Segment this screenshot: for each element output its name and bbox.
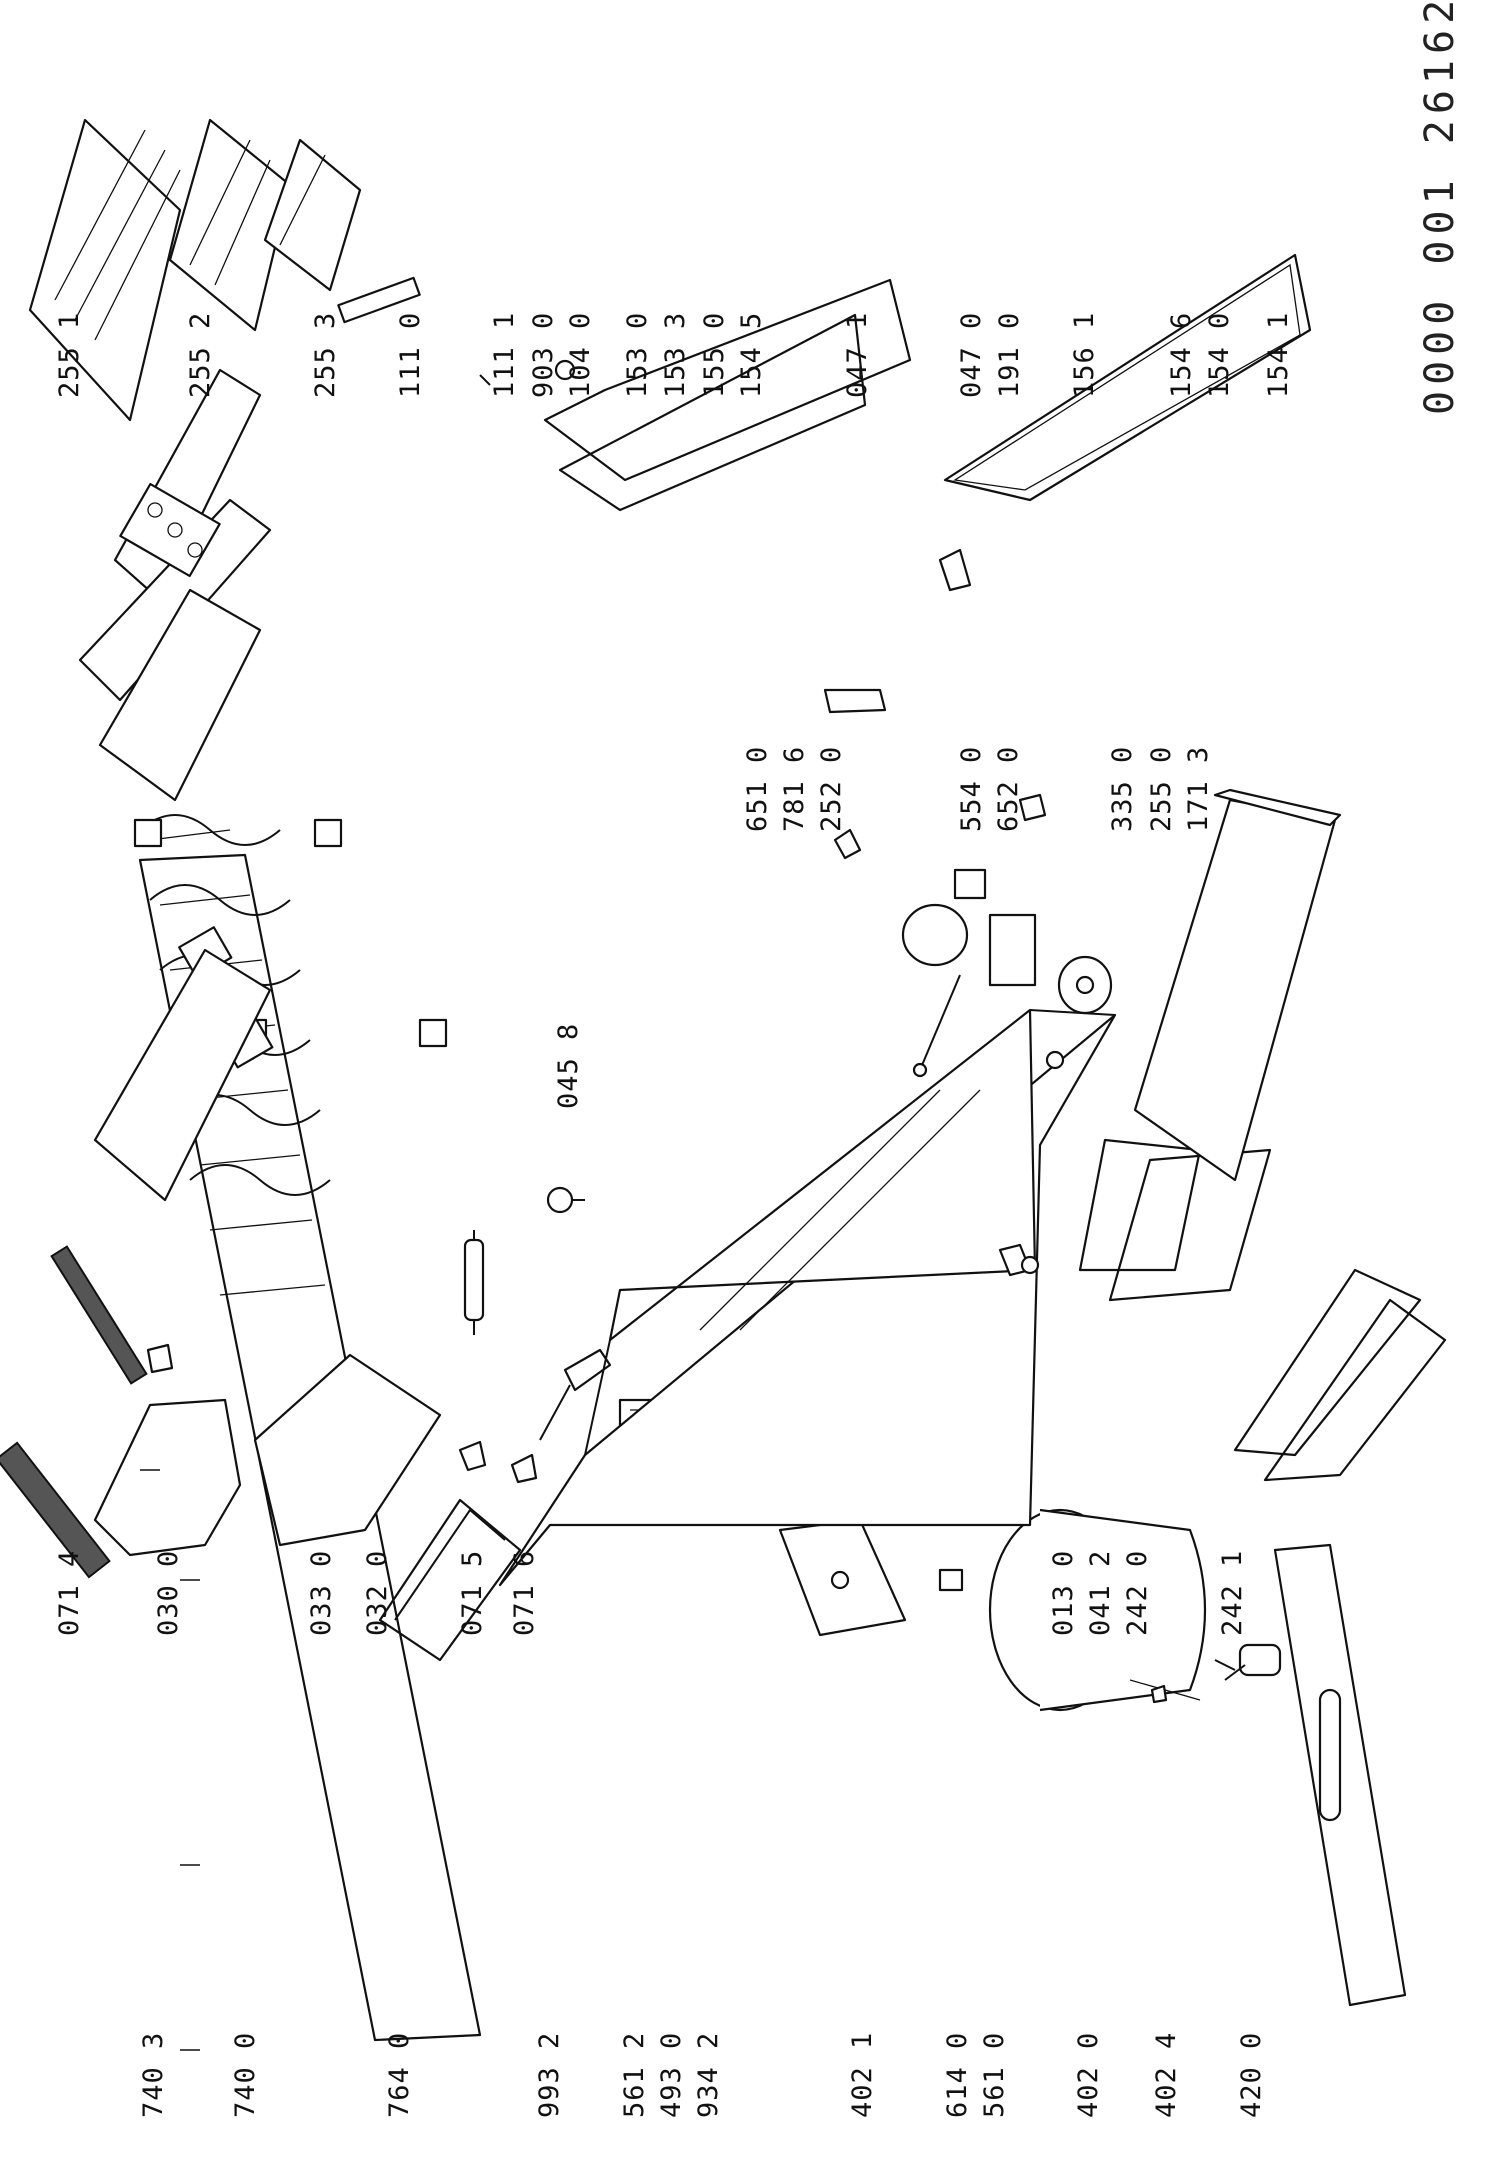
screw-045-8 bbox=[546, 1186, 585, 1214]
part-label-255-3: 255 3 bbox=[310, 311, 341, 398]
panel-030-0 bbox=[93, 1398, 242, 1557]
part-label-651-0: 651 0 bbox=[742, 745, 773, 832]
part-label-071-4: 071 4 bbox=[54, 1549, 85, 1636]
switch-652-0 bbox=[1018, 793, 1047, 822]
part-label-561-0: 561 0 bbox=[979, 2031, 1010, 2118]
part-label-111-1: 111 1 bbox=[489, 311, 520, 398]
clip-071-6 bbox=[510, 1453, 538, 1484]
clip-071-5 bbox=[458, 1440, 487, 1472]
starter-420-0 bbox=[1214, 1643, 1282, 1681]
part-label-032-0: 032 0 bbox=[362, 1549, 393, 1636]
part-label-153-3: 153 3 bbox=[660, 311, 691, 398]
part-label-171-3: 171 3 bbox=[1183, 745, 1214, 832]
knob-651-0 bbox=[833, 828, 862, 860]
part-label-154-6: 154 6 bbox=[1166, 311, 1197, 398]
grille-071-4 bbox=[0, 1441, 111, 1579]
screw-111-1 bbox=[479, 374, 491, 386]
part-label-153-0: 153 0 bbox=[622, 311, 653, 398]
part-label-740-0: 740 0 bbox=[230, 2031, 261, 2118]
leader-lines bbox=[140, 1469, 200, 2051]
frame-032-0 bbox=[378, 1498, 522, 1662]
part-label-402-4: 402 4 bbox=[1151, 2031, 1182, 2118]
part-label-781-6: 781 6 bbox=[779, 745, 810, 832]
part-label-652-0: 652 0 bbox=[993, 745, 1024, 832]
gasket-191-0 bbox=[943, 253, 1312, 502]
part-label-104-0: 104 0 bbox=[565, 311, 596, 398]
part-label-764-0: 764 0 bbox=[384, 2031, 415, 2118]
part-label-071-6: 071 6 bbox=[509, 1549, 540, 1636]
base-plate bbox=[1273, 1543, 1407, 2007]
wire-shelf-255-1 bbox=[28, 118, 182, 422]
cover-402-1 bbox=[778, 1518, 907, 1637]
crisper-242-1 bbox=[1233, 1268, 1447, 1482]
part-label-045-8: 045 8 bbox=[553, 1022, 584, 1109]
part-label-493-0: 493 0 bbox=[656, 2031, 687, 2118]
part-label-047-1: 047 1 bbox=[842, 311, 873, 398]
screw-903-0 bbox=[554, 359, 576, 381]
condenser-clip-740-3 bbox=[146, 1343, 174, 1374]
part-label-255-0: 255 0 bbox=[1146, 745, 1177, 832]
part-label-242-0: 242 0 bbox=[1122, 1549, 1153, 1636]
part-label-154-5: 154 5 bbox=[736, 311, 767, 398]
shaft-781-6 bbox=[912, 974, 961, 1078]
part-label-614-0: 614 0 bbox=[942, 2031, 973, 2118]
part-label-033-0: 033 0 bbox=[306, 1549, 337, 1636]
hinge-047-1 bbox=[823, 688, 887, 714]
part-label-242-1: 242 1 bbox=[1217, 1549, 1248, 1636]
part-label-561-2: 561 2 bbox=[619, 2031, 650, 2118]
bar-111-0 bbox=[337, 276, 421, 324]
pin-402-4 bbox=[1150, 1684, 1168, 1704]
part-label-154-1: 154 1 bbox=[1263, 311, 1294, 398]
door-104-0 bbox=[543, 278, 912, 512]
part-label-013-0: 013 0 bbox=[1048, 1549, 1079, 1636]
thermostat-993-2 bbox=[539, 1348, 612, 1441]
thermostat-housing-252-0 bbox=[901, 903, 1037, 987]
wire-shelf-255-3 bbox=[263, 138, 362, 292]
knob-335-0 bbox=[1057, 955, 1113, 1015]
part-label-903-0: 903 0 bbox=[528, 311, 559, 398]
part-label-993-2: 993 2 bbox=[534, 2031, 565, 2118]
glass-shelf-255-0 bbox=[1133, 798, 1337, 1182]
shelf-trim-171-3 bbox=[1213, 788, 1342, 827]
door-rack-154-0 bbox=[93, 948, 272, 1202]
part-label-420-0: 420 0 bbox=[1236, 2031, 1267, 2118]
part-label-030-0: 030 0 bbox=[153, 1549, 184, 1636]
drier-764-0 bbox=[463, 1230, 485, 1335]
part-label-335-0: 335 0 bbox=[1107, 745, 1138, 832]
document-number: 0000 001 26162 bbox=[1417, 0, 1463, 415]
part-label-740-3: 740 3 bbox=[138, 2031, 169, 2118]
clip-614-0 bbox=[938, 1568, 964, 1592]
rail-154-1 bbox=[50, 1245, 148, 1385]
part-label-402-0: 402 0 bbox=[1073, 2031, 1104, 2118]
hinge-047-0 bbox=[938, 548, 972, 592]
compressor-402-0 bbox=[988, 1508, 1207, 1712]
part-label-041-2: 041 2 bbox=[1085, 1549, 1116, 1636]
part-label-155-0: 155 0 bbox=[699, 311, 730, 398]
panel-033-0 bbox=[253, 1353, 442, 1547]
part-label-252-0: 252 0 bbox=[816, 745, 847, 832]
cabinet-body bbox=[498, 1008, 1117, 1587]
part-label-934-2: 934 2 bbox=[693, 2031, 724, 2118]
lamp-554-0 bbox=[953, 868, 987, 900]
part-label-402-1: 402 1 bbox=[847, 2031, 878, 2118]
part-label-154-0: 154 0 bbox=[1204, 311, 1235, 398]
part-label-191-0: 191 0 bbox=[994, 311, 1025, 398]
part-label-554-0: 554 0 bbox=[956, 745, 987, 832]
part-label-255-2: 255 2 bbox=[185, 311, 216, 398]
part-label-255-1: 255 1 bbox=[54, 311, 85, 398]
foot-013-0 bbox=[1045, 1050, 1065, 1070]
part-label-111-0: 111 0 bbox=[395, 311, 426, 398]
part-label-156-1: 156 1 bbox=[1069, 311, 1100, 398]
crisper-242-0 bbox=[1078, 1138, 1272, 1302]
part-label-071-5: 071 5 bbox=[457, 1549, 488, 1636]
part-label-047-0: 047 0 bbox=[956, 311, 987, 398]
bottle-rack-154-5 bbox=[98, 588, 262, 802]
hinge-041-2 bbox=[998, 1243, 1040, 1277]
egg-tray-155-0 bbox=[119, 482, 221, 578]
